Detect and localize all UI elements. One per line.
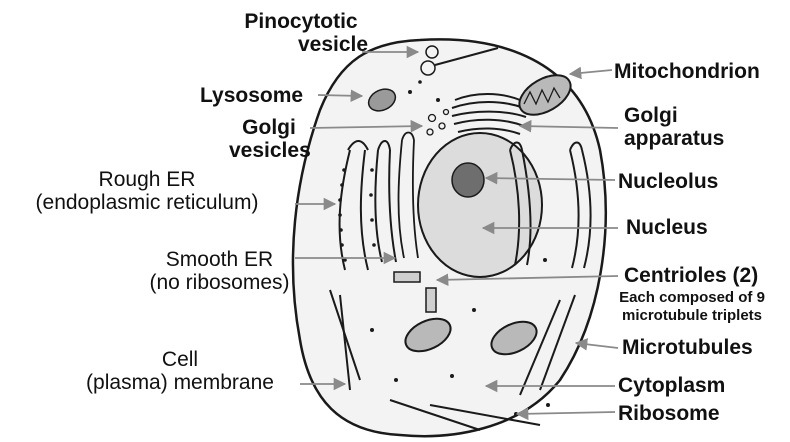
nucleolus-shape bbox=[452, 163, 484, 197]
golgi-vesicles-label: Golgi vesicles bbox=[229, 116, 309, 162]
golgi-apparatus-label: Golgi apparatus bbox=[624, 104, 724, 150]
lysosome-label: Lysosome bbox=[200, 84, 303, 107]
rough-er-line-2: (endoplasmic reticulum) bbox=[2, 191, 292, 214]
smooth-er-label: Smooth ER (no ribosomes) bbox=[132, 248, 307, 294]
pinocytotic-line-1: Pinocytotic bbox=[236, 10, 366, 33]
pinocytotic-line-2: vesicle bbox=[236, 33, 366, 56]
nucleolus-text: Nucleolus bbox=[618, 170, 718, 193]
centrioles-text: Centrioles (2) bbox=[624, 264, 758, 287]
cell-membrane-line-2: (plasma) membrane bbox=[60, 371, 300, 394]
centrioles-label: Centrioles (2) bbox=[624, 264, 758, 287]
rough-er-line-1: Rough ER bbox=[2, 168, 292, 191]
smooth-er-line-1: Smooth ER bbox=[132, 248, 307, 271]
cell-membrane-line-1: Cell bbox=[60, 348, 300, 371]
ribosome-label: Ribosome bbox=[618, 402, 720, 425]
mitochondrion-text: Mitochondrion bbox=[614, 60, 760, 83]
golgi-vesicles-line-1: Golgi bbox=[229, 116, 309, 139]
cell-membrane-label: Cell (plasma) membrane bbox=[60, 348, 300, 394]
microtubules-text: Microtubules bbox=[622, 336, 753, 359]
centrioles-note-line-2: microtubule triplets bbox=[598, 307, 786, 325]
mitochondrion-label: Mitochondrion bbox=[614, 60, 760, 83]
ribosome-text: Ribosome bbox=[618, 402, 720, 425]
centrioles-note-label: Each composed of 9 microtubule triplets bbox=[598, 289, 786, 325]
centrioles-note-line-1: Each composed of 9 bbox=[598, 289, 786, 307]
nucleus-text: Nucleus bbox=[626, 216, 708, 239]
rough-er-label: Rough ER (endoplasmic reticulum) bbox=[2, 168, 292, 214]
smooth-er-line-2: (no ribosomes) bbox=[132, 271, 307, 294]
golgi-vesicles-line-2: vesicles bbox=[229, 139, 309, 162]
microtubules-label: Microtubules bbox=[622, 336, 753, 359]
lysosome-text: Lysosome bbox=[200, 84, 303, 107]
golgi-apparatus-line-1: Golgi bbox=[624, 104, 724, 127]
cytoplasm-text: Cytoplasm bbox=[618, 374, 725, 397]
golgi-apparatus-line-2: apparatus bbox=[624, 127, 724, 150]
pinocytotic-vesicle-label: Pinocytotic vesicle bbox=[236, 10, 366, 56]
nucleolus-label: Nucleolus bbox=[618, 170, 718, 193]
cytoplasm-label: Cytoplasm bbox=[618, 374, 725, 397]
nucleus-label: Nucleus bbox=[626, 216, 708, 239]
